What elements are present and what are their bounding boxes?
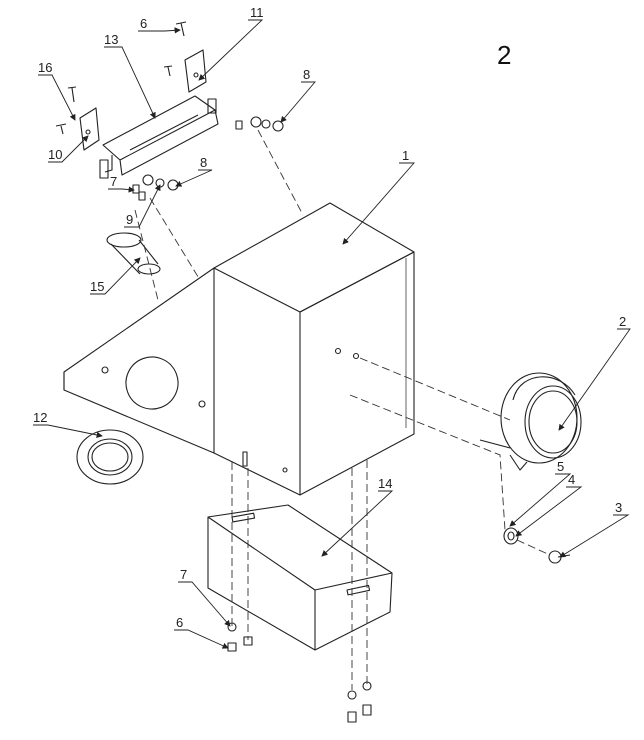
- callout-4: 4: [568, 472, 575, 487]
- housing-body: [63, 202, 415, 496]
- callout-3: 3: [615, 500, 622, 515]
- callout-7-top: 7: [110, 174, 117, 189]
- work-light: [479, 372, 582, 471]
- callout-14: 14: [378, 476, 392, 491]
- fasteners: [55, 21, 571, 723]
- callout-10: 10: [48, 147, 62, 162]
- bushing: [106, 232, 161, 275]
- callout-6-bottom: 6: [176, 615, 183, 630]
- callout-12: 12: [33, 410, 47, 425]
- callout-8-upper: 8: [303, 67, 310, 82]
- bottom-tray: [207, 504, 393, 651]
- callout-1: 1: [402, 148, 409, 163]
- callout-9: 9: [126, 212, 133, 227]
- callout-leaders: [33, 19, 631, 649]
- callout-7-bottom: 7: [180, 567, 187, 582]
- callout-13: 13: [104, 32, 118, 47]
- bracket-right: [184, 49, 207, 93]
- callout-2: 2: [619, 314, 626, 329]
- grommet-ring: [76, 429, 144, 485]
- callout-labels: 1 2 3 4 5 6 6 7 7 8 8 9 10 11 12 13 14 1…: [33, 5, 626, 630]
- bracket-left: [79, 107, 100, 151]
- callout-16: 16: [38, 60, 52, 75]
- page-number: 2: [497, 40, 512, 70]
- callout-5: 5: [557, 459, 564, 474]
- handle-assembly: [99, 95, 219, 179]
- callout-11: 11: [250, 5, 264, 20]
- callout-8-lower: 8: [200, 155, 207, 170]
- callout-6-top: 6: [140, 16, 147, 31]
- callout-15: 15: [90, 279, 104, 294]
- assembly-lines: [134, 129, 551, 690]
